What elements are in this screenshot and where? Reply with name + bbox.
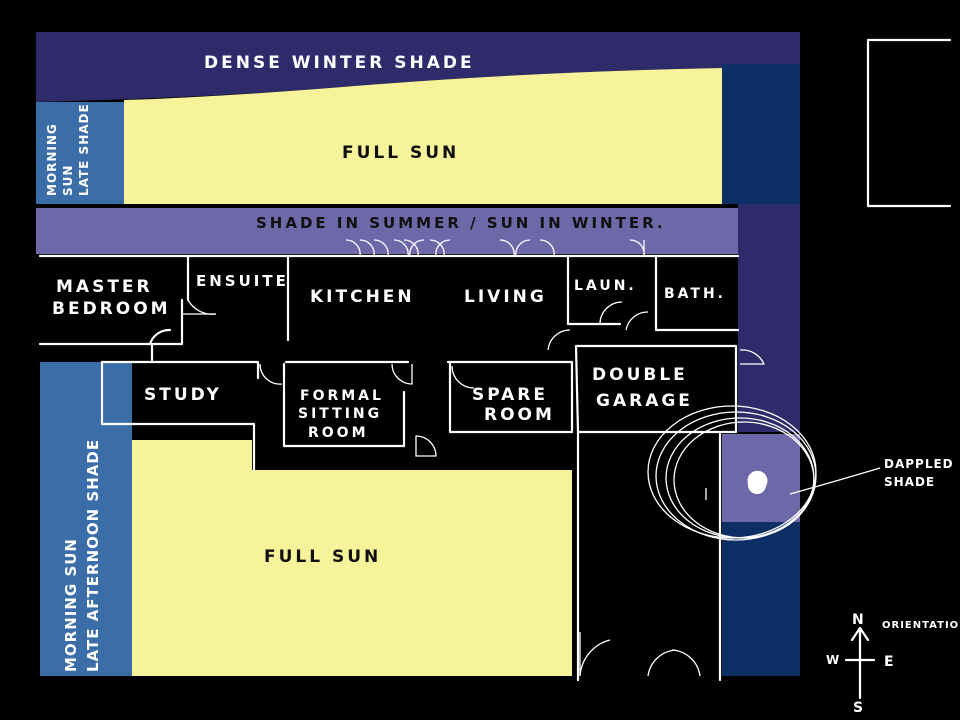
morning-sun-late-shade-label: MORNING SUN LATE SHADE (45, 103, 91, 196)
formal-sitting-room-label-2: SITTING (298, 406, 382, 422)
compass-icon (844, 626, 876, 700)
compass-west: W (826, 653, 840, 667)
dense-winter-shade-label: DENSE WINTER SHADE (204, 53, 475, 73)
summer-shade-label: SHADE IN SUMMER / SUN IN WINTER. (256, 214, 666, 232)
master-bedroom-label-2: BEDROOM (52, 299, 171, 319)
dense-winter-shade-zone (36, 32, 800, 102)
full-sun-north-zone (124, 68, 722, 204)
morning-sun-late-afternoon-shade-zone (40, 362, 132, 676)
full-sun-north-label: FULL SUN (342, 143, 459, 163)
tree-trunk-icon (747, 470, 768, 495)
double-garage-label-2: GARAGE (596, 391, 693, 411)
dappled-shade-label-2: SHADE (884, 475, 935, 489)
east-shade-strip-middle (738, 204, 800, 432)
svg-text:LATE AFTERNOON SHADE: LATE AFTERNOON SHADE (84, 439, 102, 672)
study-label: STUDY (144, 385, 222, 405)
east-shade-strip-bottom (722, 522, 800, 676)
compass-south: S (853, 700, 864, 716)
dappled-shade-label: DAPPLED (884, 457, 954, 471)
ensuite-label: ENSUITE (196, 272, 289, 290)
kitchen-label: KITCHEN (310, 287, 415, 307)
double-garage-label: DOUBLE (592, 365, 688, 385)
legend-box (866, 38, 952, 208)
summer-shade-zone (36, 208, 738, 254)
full-sun-south-zone (132, 440, 572, 676)
master-bedroom-label: MASTER (56, 277, 153, 297)
formal-sitting-room-label: FORMAL (300, 388, 384, 404)
full-sun-south-label: FULL SUN (264, 547, 381, 567)
svg-text:LATE SHADE: LATE SHADE (77, 103, 91, 196)
compass-north: N (852, 612, 865, 628)
house-walls (38, 239, 766, 682)
compass-east: E (884, 654, 895, 670)
spare-room-label-2: ROOM (484, 405, 555, 425)
east-shade-strip-top (722, 64, 800, 204)
spare-room-label: SPARE (472, 385, 548, 405)
tree-canopy (647, 405, 881, 541)
svg-text:SUN: SUN (61, 165, 75, 196)
morning-sun-late-shade-zone (36, 102, 124, 204)
bath-label: BATH. (664, 286, 726, 302)
formal-sitting-room-label-3: ROOM (308, 425, 369, 441)
laundry-label: LAUN. (574, 278, 637, 294)
svg-text:MORNING SUN: MORNING SUN (62, 538, 80, 672)
svg-text:MORNING: MORNING (45, 123, 59, 196)
morning-sun-late-afternoon-shade-label: MORNING SUN LATE AFTERNOON SHADE (62, 439, 102, 672)
living-label: LIVING (464, 287, 547, 307)
